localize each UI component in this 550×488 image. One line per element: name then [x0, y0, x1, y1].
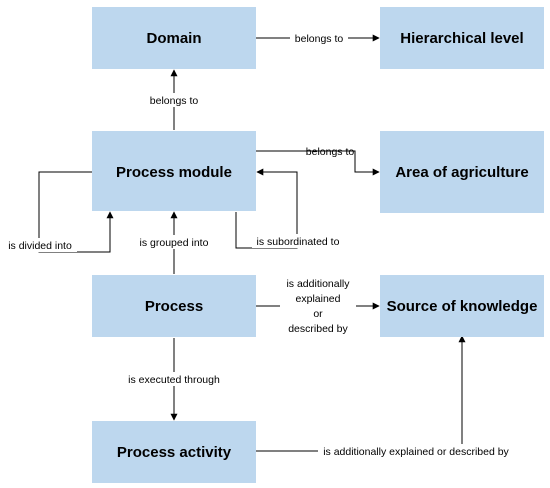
edge-label-process-executed: is executed through [128, 374, 220, 386]
node-area-of-agriculture-label: Area of agriculture [395, 164, 528, 181]
node-hierarchical-level: Hierarchical level [380, 7, 544, 69]
edge-label-bg [4, 238, 77, 252]
node-source-of-knowledge-label: Source of knowledge [387, 298, 538, 315]
edge-label-process-source-1: is additionally [286, 278, 350, 290]
edge-label-process-grouped: is grouped into [140, 237, 209, 249]
node-process-module: Process module [92, 131, 256, 211]
edge-label-bg [252, 234, 346, 248]
node-area-of-agriculture: Area of agriculture [380, 131, 544, 213]
node-domain-box [92, 7, 256, 69]
edge-label-bg [124, 372, 224, 386]
edge-label-process-source-4: described by [288, 323, 348, 335]
node-process-box [92, 275, 256, 337]
node-process-label: Process [145, 298, 203, 315]
edge-label-bg [144, 93, 204, 107]
edge-label-module-area: belongs to [306, 146, 355, 158]
node-domain-label: Domain [146, 30, 201, 47]
edge-label-module-divided: is divided into [8, 240, 72, 252]
edges: belongs to belongs to belongs to is divi… [4, 31, 514, 458]
edge-label-module-domain: belongs to [150, 95, 199, 107]
edge-label-domain-hierarchical: belongs to [295, 33, 344, 45]
nodes: Domain Hierarchical level Process module… [92, 7, 544, 483]
edge-activity-source [256, 335, 466, 452]
node-domain: Domain [92, 7, 256, 69]
edge-label-process-source-2: explained [296, 293, 341, 305]
node-process-module-box [92, 131, 256, 211]
edge-label-bg [290, 31, 348, 45]
edge-label-activity-source: is additionally explained or described b… [323, 446, 509, 458]
edge-module-area [256, 150, 380, 176]
node-process-module-label: Process module [116, 164, 232, 181]
edge-label-bg [318, 444, 514, 458]
node-hierarchical-level-label: Hierarchical level [400, 30, 523, 47]
node-process: Process [92, 275, 256, 337]
node-process-activity-label: Process activity [117, 444, 232, 461]
edge-label-bg [134, 235, 214, 249]
node-area-of-agriculture-box [380, 131, 544, 213]
node-source-of-knowledge-box [380, 275, 544, 337]
edge-label-process-source-3: or [313, 308, 323, 320]
node-process-activity: Process activity [92, 421, 256, 483]
edge-label-module-subordinated: is subordinated to [257, 236, 340, 248]
node-source-of-knowledge: Source of knowledge [380, 275, 544, 337]
node-hierarchical-level-box [380, 7, 544, 69]
node-process-activity-box [92, 421, 256, 483]
edge-label-bg [280, 275, 356, 339]
